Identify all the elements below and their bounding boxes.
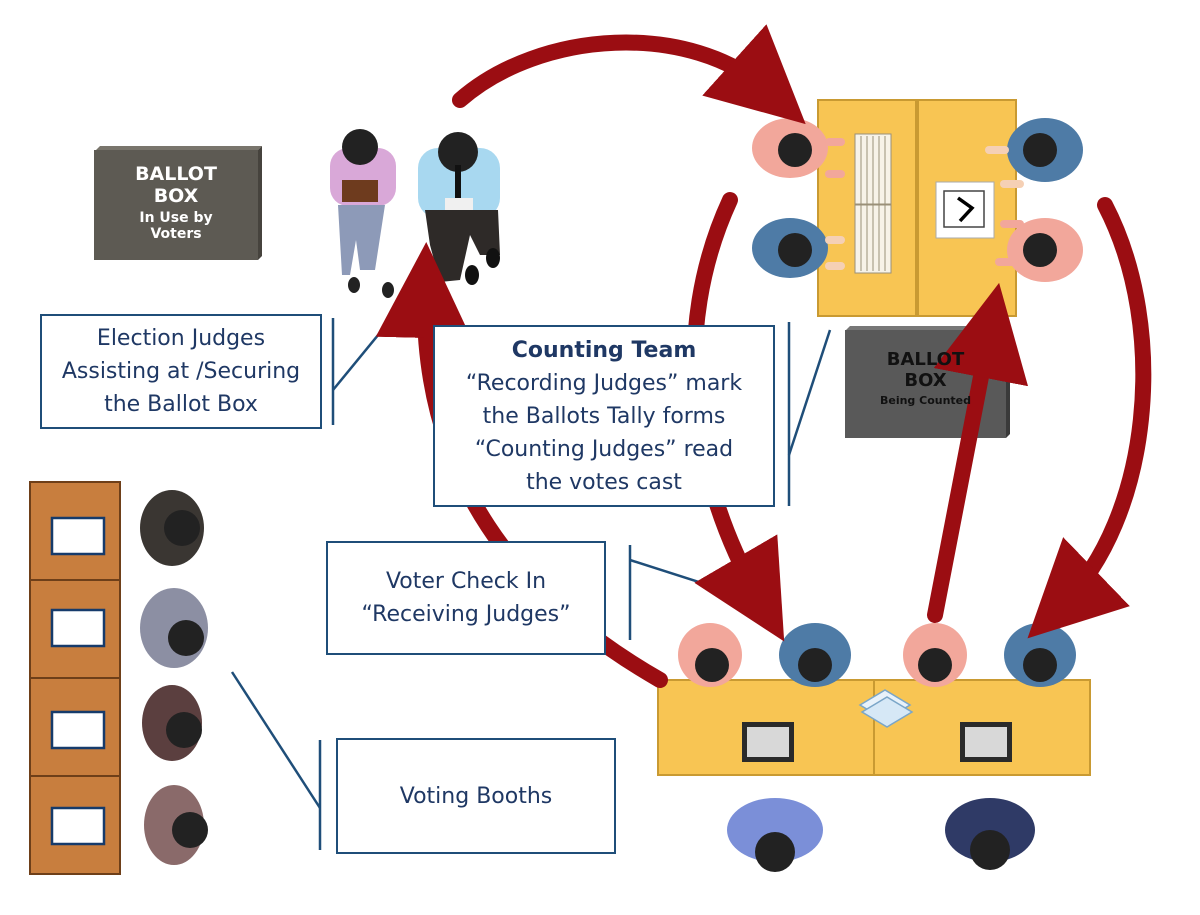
receiving-judges [678,623,1076,687]
voters-at-check-in [727,798,1035,872]
counting-person-bottom-right [995,218,1083,282]
counting-team-connector [787,329,832,456]
ballot-box-in-use [94,146,262,260]
ballot-box-subtitle: BOX [153,184,199,207]
arrow-counting-to-checkin-right [1027,197,1152,639]
voter-check-in-label: Voter Check In “Receiving Judges” [326,541,606,655]
counting-person-bottom-left [752,218,845,278]
paper-stack [858,689,914,728]
tally-sheet [854,133,892,274]
election-judges-label: Election Judges Assisting at /Securing t… [40,314,322,429]
arrow-judges-to-counting [452,24,806,125]
counting-team-line-4: the votes cast [526,469,682,495]
counting-person-top-left [752,118,845,178]
booth-voters [140,490,208,865]
voting-booths-label: Voting Booths [336,738,616,854]
ballot-box-title: BALLOT [886,349,965,370]
ballot-paper [935,181,995,239]
election-judges-line-1: Election Judges [96,326,266,351]
election-judges-line-3: the Ballot Box [104,392,258,417]
ballot-box-status: Being Counted [879,394,972,408]
arrow-checkin-to-ballot-box [927,282,1029,623]
counting-team-line-3: “Counting Judges” read [474,436,734,462]
ballot-box-status-2: Voters [150,225,202,242]
ballot-box-counted-label: BALLOT BOX Being Counted [845,349,1006,408]
voting-booths [29,481,121,875]
ballot-box-subtitle: BOX [904,369,947,391]
counting-team-label: Counting Team “Recording Judges” mark th… [433,325,775,507]
check-in-table [657,679,1091,776]
ballot-box-title: BALLOT [135,163,217,185]
booths-connector [230,671,322,809]
counting-team-line-1: “Recording Judges” mark [465,370,743,396]
counting-team-line-2: the Ballots Tally forms [482,403,726,429]
ballot-box-status: In Use by [139,209,213,226]
election-judges-line-2: Assisting at /Securing [61,359,301,384]
counting-person-top-right [985,118,1083,188]
voting-booths-text: Voting Booths [399,783,553,809]
judge-woman [330,129,396,298]
judge-man [418,132,500,285]
voter-check-in-line-2: “Receiving Judges” [361,602,571,627]
election-judges-connector [332,289,416,391]
ballot-box-in-use-label: BALLOT BOX In Use by Voters [94,163,258,242]
counting-table [817,99,1017,317]
counting-team-title: Counting Team [511,337,697,363]
voter-check-in-line-1: Voter Check In [385,569,547,594]
